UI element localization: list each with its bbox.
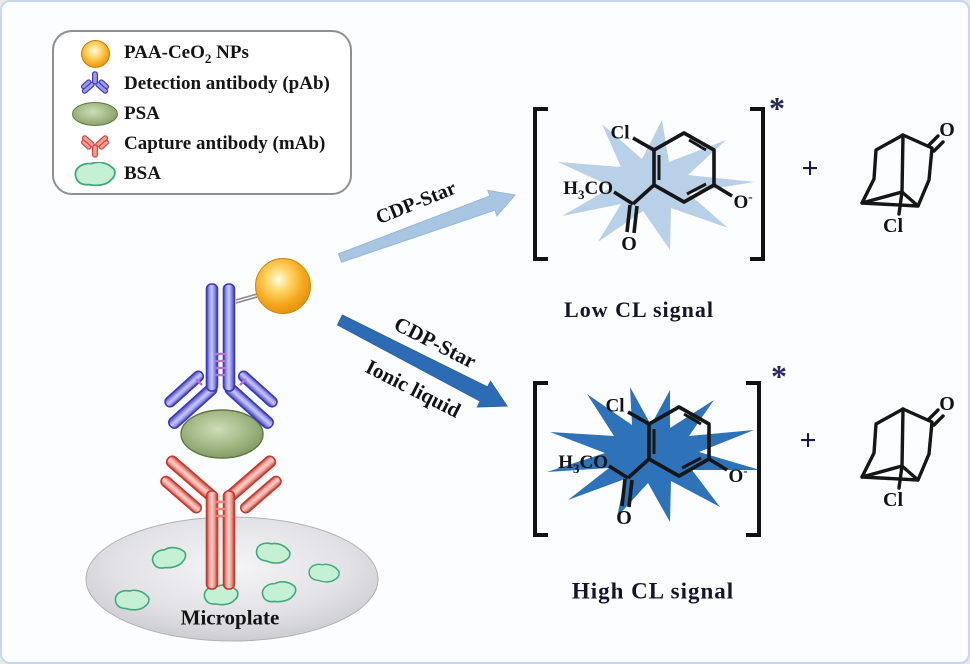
cdp-star-ionic-liquid-arrow	[336, 314, 508, 408]
low-plus-sign: +	[801, 152, 819, 185]
nanoparticle-linker	[235, 293, 258, 304]
high-plus-sign: +	[799, 424, 817, 457]
nanoparticle-icon	[80, 40, 110, 68]
low-adamantanone-cl-label: Cl	[883, 215, 903, 237]
high-brackets	[533, 381, 761, 537]
high-cl-substituent-label: Cl	[605, 395, 625, 417]
low-adamantanone	[860, 133, 945, 216]
legend-label-psa: PSA	[124, 103, 160, 124]
legend-box: PAA-CeO2 NPs Detection antibody (pAb) PS…	[52, 30, 352, 195]
high-starburst	[547, 387, 760, 522]
low-carbonyl-o-label: O	[621, 233, 637, 255]
legend-label-nanoparticle: PAA-CeO2 NPs	[124, 41, 249, 66]
capture-antibody	[160, 455, 282, 590]
legend-item-capture-antibody: Capture antibody (mAb)	[66, 129, 350, 159]
high-carbonyl-o-label: O	[616, 507, 632, 529]
low-cl-substituent-label: Cl	[610, 122, 630, 144]
microplate-label: Microplate	[180, 605, 280, 630]
detection-antibody-icon	[66, 70, 124, 98]
cdp-star-arrow	[337, 189, 516, 263]
psa-antigen	[180, 409, 264, 459]
low-excited-state-asterisk: *	[769, 90, 785, 126]
high-molecule	[608, 405, 728, 508]
low-cl-signal-label: Low CL signal	[564, 297, 714, 322]
low-brackets	[533, 107, 765, 261]
legend-item-detection-antibody: Detection antibody (pAb)	[66, 69, 350, 99]
legend-item-nanoparticle: PAA-CeO2 NPs	[66, 39, 350, 69]
legend-item-bsa: BSA	[66, 159, 350, 189]
high-adamantanone-cl-label: Cl	[883, 489, 903, 511]
high-excited-state-asterisk: *	[771, 358, 787, 394]
legend-item-psa: PSA	[66, 99, 350, 129]
low-molecule	[613, 131, 733, 234]
high-phenolate-o-label: O-	[728, 462, 748, 488]
low-methoxy-label: H3CO	[563, 178, 613, 202]
bsa-icon	[66, 162, 124, 186]
legend-label-bsa: BSA	[124, 163, 161, 184]
capture-antibody-icon	[66, 131, 124, 158]
high-cl-signal-label: High CL signal	[571, 578, 735, 604]
low-adamantanone-o-label: O	[939, 119, 955, 141]
nanoparticle	[255, 258, 311, 314]
high-adamantanone-o-label: O	[939, 393, 955, 415]
high-methoxy-label: H3CO	[558, 452, 608, 476]
high-adamantanone	[860, 407, 945, 490]
detection-antibody	[164, 283, 278, 429]
legend-label-detection-antibody: Detection antibody (pAb)	[124, 73, 330, 94]
psa-icon	[72, 102, 118, 126]
low-phenolate-o-label: O-	[733, 188, 753, 214]
legend-label-capture-antibody: Capture antibody (mAb)	[124, 133, 326, 154]
